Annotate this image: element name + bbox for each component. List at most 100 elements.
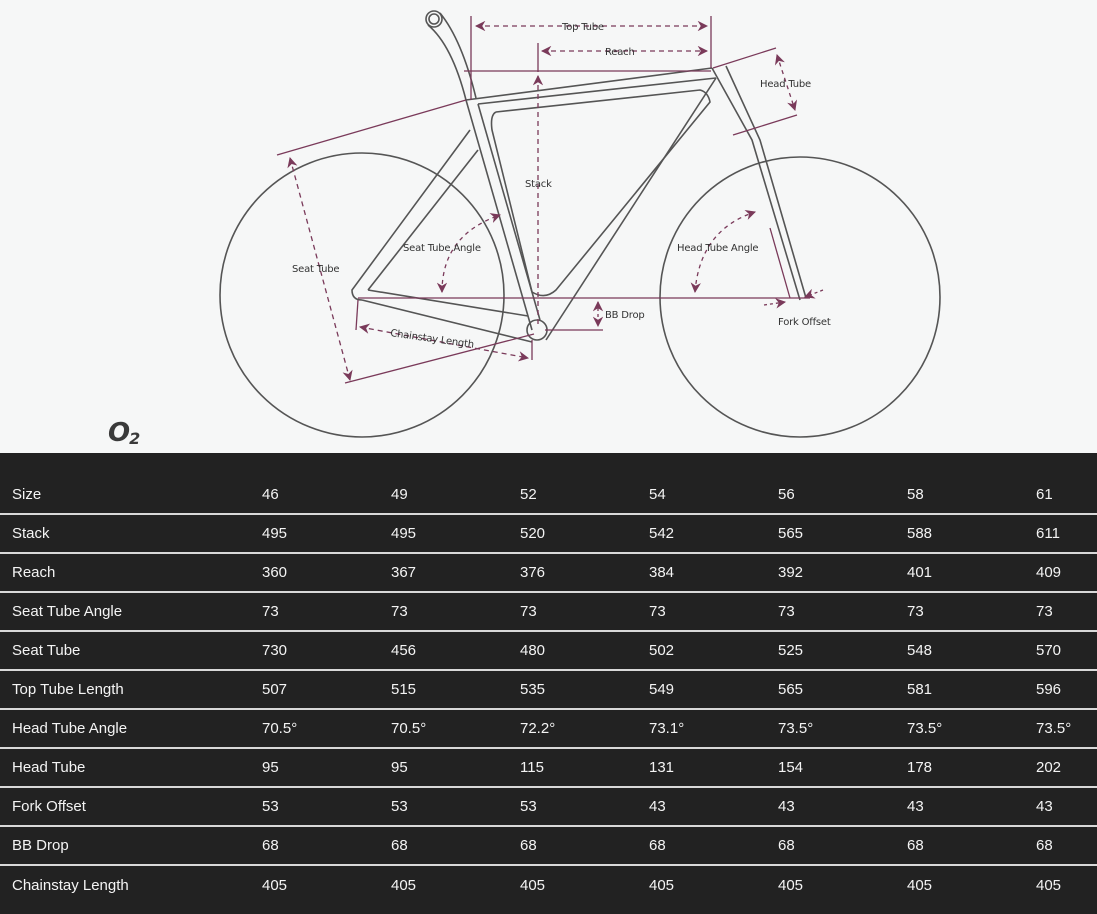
table-cell: 68 xyxy=(907,837,924,854)
table-cell: 70.5° xyxy=(262,720,298,737)
table-cell: 525 xyxy=(778,642,804,659)
table-cell: 73.5° xyxy=(778,720,814,737)
row-label: Seat Tube xyxy=(12,642,81,659)
logo-sub: 2 xyxy=(129,429,140,448)
table-cell: 409 xyxy=(1036,564,1062,581)
table-cell: 68 xyxy=(391,837,408,854)
table-cell: 68 xyxy=(520,837,537,854)
table-cell: 73 xyxy=(778,603,795,620)
table-row: Reach 360 367 376 384 392 401 409 xyxy=(0,554,1097,593)
row-label: Reach xyxy=(12,564,56,581)
table-cell: 581 xyxy=(907,681,933,698)
row-label: Fork Offset xyxy=(12,798,86,815)
label-stack: Stack xyxy=(525,179,552,190)
table-cell: 43 xyxy=(778,798,795,815)
dimension-lines xyxy=(276,16,824,384)
table-cell: 535 xyxy=(520,681,546,698)
table-cell: 565 xyxy=(778,681,804,698)
row-label: Seat Tube Angle xyxy=(12,603,123,620)
table-row: Seat Tube 730 456 480 502 525 548 570 xyxy=(0,632,1097,671)
label-bb-drop: BB Drop xyxy=(605,310,645,321)
table-cell: 73.5° xyxy=(907,720,943,737)
table-cell: 68 xyxy=(649,837,666,854)
rear-wheel xyxy=(219,152,505,438)
row-label: Head Tube Angle xyxy=(12,720,128,737)
table-cell: 565 xyxy=(778,525,804,542)
bike-geometry-diagram: Top Tube Reach Head Tube Stack Seat Tube… xyxy=(0,0,1097,453)
table-cell: 596 xyxy=(1036,681,1062,698)
table-cell: 588 xyxy=(907,525,933,542)
table-cell: 73 xyxy=(391,603,408,620)
table-cell: 360 xyxy=(262,564,288,581)
row-label: BB Drop xyxy=(12,837,69,854)
table-row: Head Tube Angle 70.5° 70.5° 72.2° 73.1° 73.5°… xyxy=(0,710,1097,749)
table-cell: 73.1° xyxy=(649,720,685,737)
table-cell: 54 xyxy=(649,486,666,503)
table-cell: 495 xyxy=(391,525,417,542)
table-cell: 502 xyxy=(649,642,675,659)
table-cell: 392 xyxy=(778,564,804,581)
table-cell: 73 xyxy=(907,603,924,620)
label-head-tube-angle: Head Tube Angle xyxy=(677,243,758,254)
label-seat-tube-angle: Seat Tube Angle xyxy=(403,243,481,254)
table-cell: 480 xyxy=(520,642,546,659)
table-cell: 43 xyxy=(1036,798,1053,815)
wheels xyxy=(219,152,941,438)
table-cell: 405 xyxy=(391,877,417,894)
table-cell: 46 xyxy=(262,486,279,503)
table-cell: 507 xyxy=(262,681,288,698)
label-top-tube: Top Tube xyxy=(561,22,604,33)
table-cell: 401 xyxy=(907,564,933,581)
table-cell: 376 xyxy=(520,564,546,581)
table-cell: 72.2° xyxy=(520,720,556,737)
table-cell: 178 xyxy=(907,759,933,776)
table-cell: 405 xyxy=(520,877,546,894)
bike-frame-drawing: Top Tube Reach Head Tube Stack Seat Tube… xyxy=(219,10,941,438)
table-cell: 58 xyxy=(907,486,924,503)
row-label: Chainstay Length xyxy=(12,877,129,894)
table-cell: 202 xyxy=(1036,759,1062,776)
table-cell: 570 xyxy=(1036,642,1062,659)
table-cell: 43 xyxy=(907,798,924,815)
table-cell: 73 xyxy=(649,603,666,620)
table-cell: 549 xyxy=(649,681,675,698)
table-cell: 611 xyxy=(1036,525,1060,542)
table-cell: 70.5° xyxy=(391,720,427,737)
table-cell: 154 xyxy=(778,759,804,776)
table-cell: 95 xyxy=(262,759,279,776)
row-label: Size xyxy=(12,486,42,503)
table-cell: 384 xyxy=(649,564,675,581)
label-chainstay-length: Chainstay Length xyxy=(390,328,475,351)
label-seat-tube: Seat Tube xyxy=(292,264,339,275)
table-cell: 56 xyxy=(778,486,795,503)
table-cell: 495 xyxy=(262,525,288,542)
table-cell: 456 xyxy=(391,642,417,659)
table-cell: 49 xyxy=(391,486,408,503)
table-cell: 131 xyxy=(649,759,675,776)
table-cell: 367 xyxy=(391,564,417,581)
table-cell: 73.5° xyxy=(1036,720,1072,737)
model-logo: O2 xyxy=(108,418,140,448)
table-cell: 52 xyxy=(520,486,537,503)
front-wheel xyxy=(659,156,941,438)
table-cell: 68 xyxy=(262,837,279,854)
table-cell: 730 xyxy=(262,642,288,659)
row-label: Head Tube xyxy=(12,759,86,776)
table-cell: 548 xyxy=(907,642,933,659)
label-fork-offset: Fork Offset xyxy=(778,317,831,328)
table-cell: 405 xyxy=(1036,877,1062,894)
table-cell: 73 xyxy=(1036,603,1053,620)
table-cell: 542 xyxy=(649,525,675,542)
table-cell: 515 xyxy=(391,681,417,698)
table-cell: 73 xyxy=(262,603,279,620)
table-cell: 405 xyxy=(649,877,675,894)
table-cell: 43 xyxy=(649,798,666,815)
table-cell: 115 xyxy=(520,759,544,776)
